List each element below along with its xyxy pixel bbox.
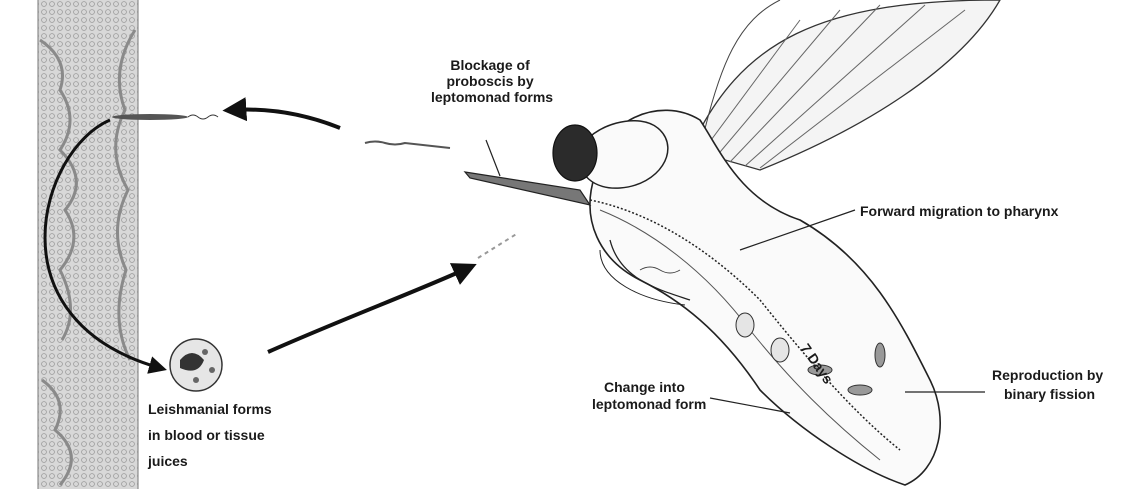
arrow-to-fly (268, 268, 468, 352)
tissue-strip (38, 0, 138, 489)
free-parasites (365, 142, 518, 259)
leishmanial-cell (170, 339, 222, 391)
arrow-to-host (232, 110, 340, 128)
compound-eye-icon (553, 125, 597, 181)
sandfly-head (553, 121, 668, 188)
leishmanial-label: Leishmanial forms in blood or tissue jui… (147, 401, 276, 469)
forward-migration-label: Forward migration to pharynx (860, 203, 1059, 219)
leptomonad-in-tissue (112, 114, 218, 120)
change-label: Change into leptomonad form (592, 379, 706, 412)
sandfly-wings (690, 0, 1000, 170)
blockage-label: Blockage of proboscis by leptomonad form… (431, 57, 553, 105)
reproduction-label: Reproduction by binary fission (992, 367, 1107, 402)
